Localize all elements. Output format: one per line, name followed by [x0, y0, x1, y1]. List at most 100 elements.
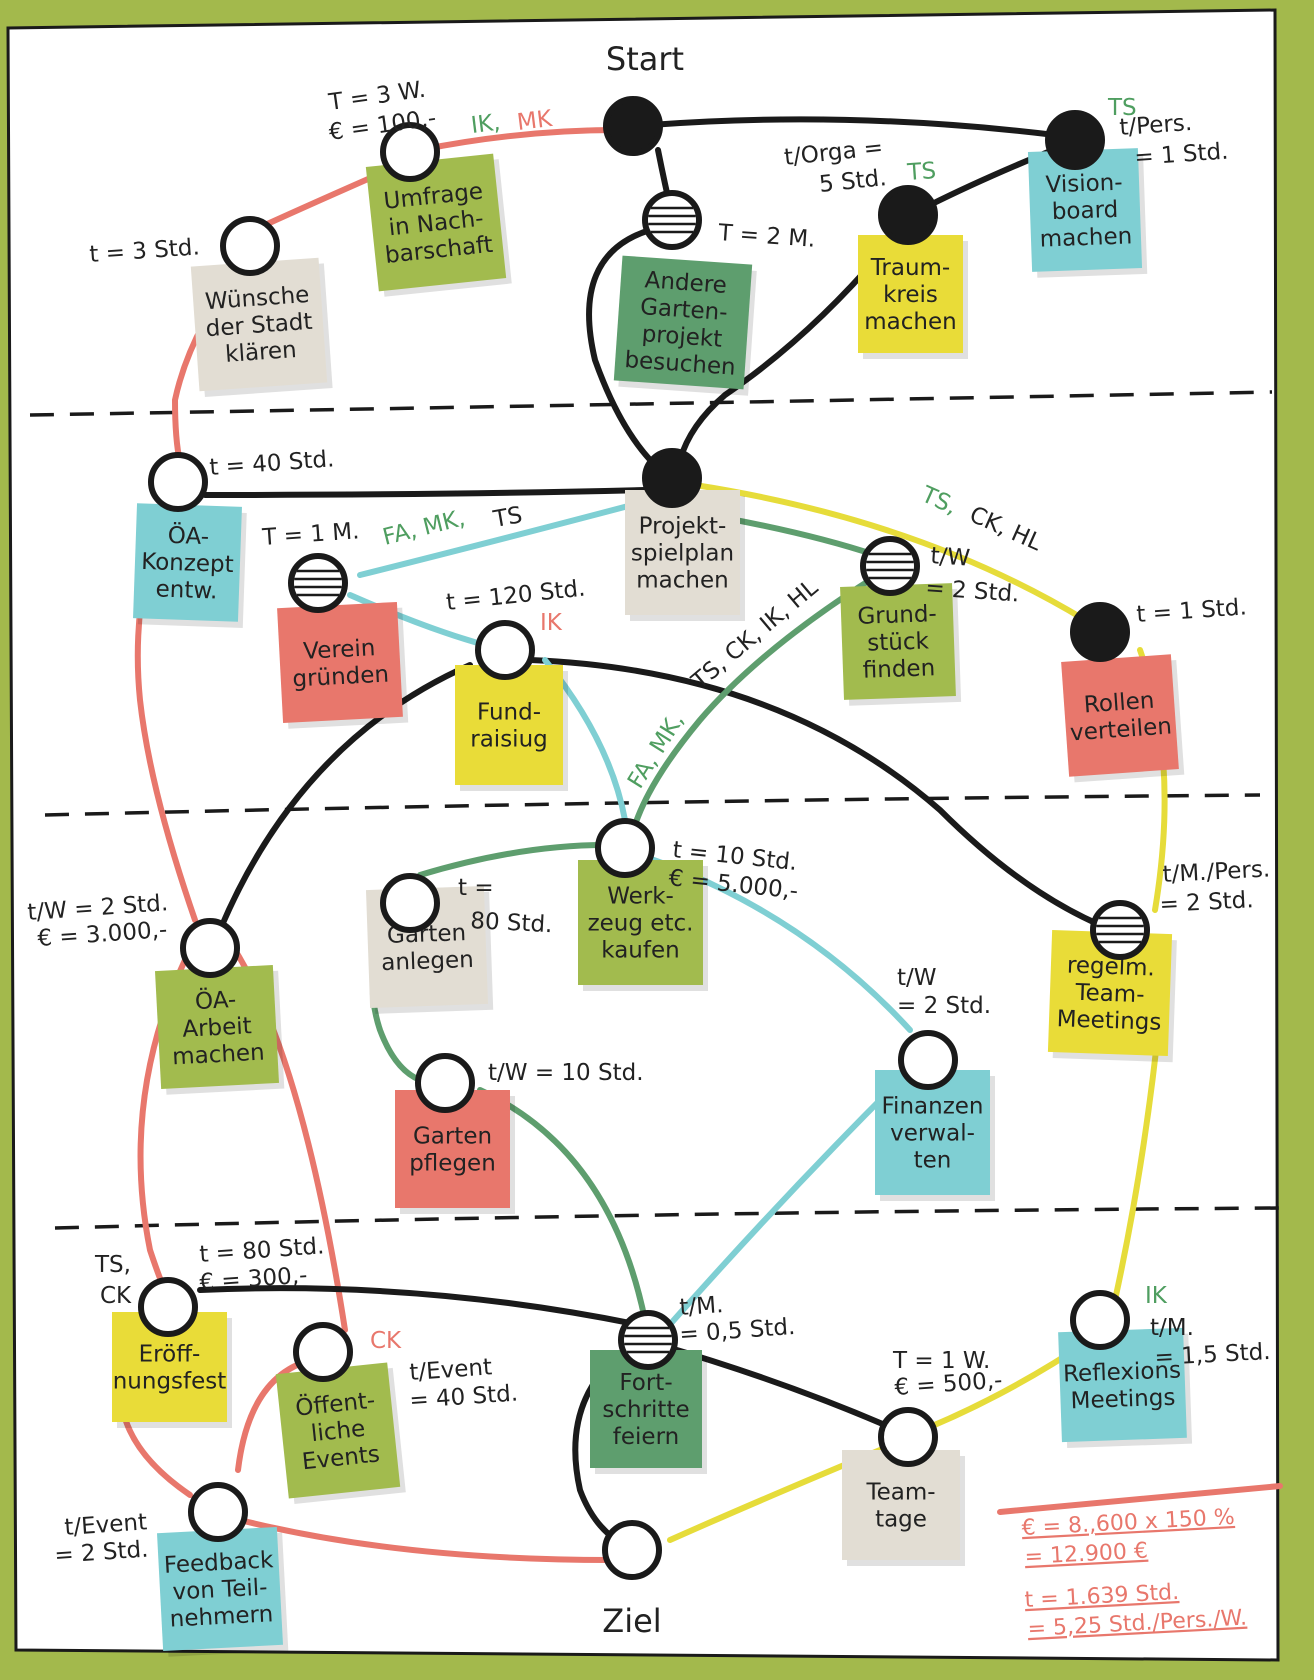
note-body: [133, 503, 242, 622]
divider-2: [44, 793, 1261, 817]
start-label: Start: [606, 40, 684, 78]
edge-label: IK,: [470, 110, 502, 139]
note-body: [455, 665, 563, 785]
goal-label: Ziel: [602, 1602, 661, 1640]
milestone-node-open: [380, 122, 440, 182]
note-text: Feedbackvon Teil-nehmern: [163, 1547, 277, 1633]
milestone-node-open: [415, 1053, 475, 1113]
edge-label: CK: [370, 1328, 402, 1354]
edge-label: CK: [100, 1283, 132, 1309]
note-body: [840, 583, 956, 700]
divider-3: [54, 1206, 1281, 1230]
milestone-node-open: [138, 1277, 198, 1337]
milestone-node-open: [898, 1030, 958, 1090]
edge-green: [417, 842, 608, 878]
milestone-node-filled: [1070, 602, 1130, 662]
note-text: Werk-zeug etc.kaufen: [588, 884, 694, 964]
sticky-note: Feedbackvon Teil-nehmern: [156, 1526, 289, 1657]
edge-label: t/Event: [409, 1354, 493, 1386]
edge-label: t/Pers.: [1119, 110, 1193, 141]
edge-label: t/M./Pers.: [1162, 856, 1271, 888]
edge-black: [586, 227, 658, 468]
sticky-note: Team-tage: [842, 1450, 965, 1566]
edge-label: TS: [906, 158, 937, 186]
milestone-node-striped: [1090, 900, 1150, 960]
edge-pink: [417, 127, 621, 153]
note-body: [1061, 654, 1179, 777]
note-body: [154, 964, 280, 1090]
sticky-note: Eröff-nungsfest: [112, 1312, 232, 1428]
edge-label: = 2 Std.: [897, 993, 991, 1019]
note-body: [858, 235, 963, 353]
edge-label: 80 Std.: [470, 908, 553, 938]
note-body: [1058, 1327, 1187, 1443]
edge-label: t =: [458, 875, 494, 901]
note-text: Grund-stückfinden: [857, 601, 939, 684]
edge-label: t/W: [930, 543, 971, 572]
edge-label: t/W = 10 Std.: [488, 1060, 644, 1086]
note-text: Fund-raisiug: [470, 700, 548, 753]
note-body: [578, 860, 703, 985]
note-body: [156, 1526, 284, 1652]
note-text: Vereingründen: [290, 635, 389, 693]
sticky-note: Rollenverteilen: [1061, 654, 1185, 783]
note-text: ÖA-Konzeptentw.: [140, 520, 235, 605]
summary-rule: [997, 1483, 1283, 1515]
note-text: ÖA-Arbeitmachen: [169, 984, 266, 1071]
note-text: AndereGarten-projektbesuchen: [624, 266, 742, 381]
milestone-nodes: [138, 96, 1150, 1580]
edge-teal: [347, 592, 488, 648]
milestone-node-filled: [642, 448, 702, 508]
note-body: [190, 257, 328, 392]
edge-label: TS: [491, 502, 525, 533]
milestone-node-striped: [618, 1310, 678, 1370]
edge-label: = 1,5 Std.: [1154, 1339, 1271, 1371]
note-body: [625, 490, 740, 615]
note-text: Wünscheder Stadtklären: [203, 282, 315, 369]
sticky-note: AndereGarten-projektbesuchen: [613, 255, 757, 396]
note-text: regelm.Team-Meetings: [1056, 952, 1163, 1036]
sticky-note: ÖA-Konzeptentw.: [133, 503, 247, 628]
milestone-node-open: [595, 818, 655, 878]
milestone-node-open: [878, 1407, 938, 1467]
milestone-node-open: [475, 620, 535, 680]
edge-green: [477, 1087, 648, 1323]
milestone-node-open: [1070, 1290, 1130, 1350]
edge-black: [217, 662, 473, 933]
edge-label: t/Event: [64, 1509, 148, 1541]
note-body: [275, 1362, 401, 1499]
edge-black: [202, 487, 648, 498]
sticky-note: Wünscheder Stadtklären: [190, 257, 333, 397]
edge-green: [632, 577, 873, 828]
edge-label: TS,: [94, 1252, 131, 1278]
sticky-note: Grund-stückfinden: [840, 583, 962, 706]
edge-black: [197, 1285, 643, 1328]
note-body: [1027, 148, 1143, 272]
edge-label: T = 1 W.: [892, 1348, 990, 1374]
milestone-node-filled: [1045, 110, 1105, 170]
note-text: Vision-boardmachen: [1037, 169, 1132, 252]
milestone-node-open: [602, 1520, 662, 1580]
sticky-note: Werk-zeug etc.kaufen: [578, 860, 708, 991]
milestone-node-open: [380, 873, 440, 933]
note-body: [875, 1070, 990, 1195]
note-body: [277, 601, 403, 724]
sticky-note: Umfragein Nach-barschaft: [365, 153, 512, 297]
edge-label: IK: [1145, 1283, 1168, 1309]
milestone-node-open: [220, 216, 280, 276]
note-body: [842, 1450, 960, 1560]
phase-dividers: [29, 390, 1281, 1230]
sticky-note: Fund-raisiug: [455, 665, 568, 791]
sticky-note: ÖA-Arbeitmachen: [154, 964, 285, 1095]
sticky-note: ReflexionsMeetings: [1058, 1327, 1193, 1448]
edge-label: MK: [516, 106, 555, 136]
